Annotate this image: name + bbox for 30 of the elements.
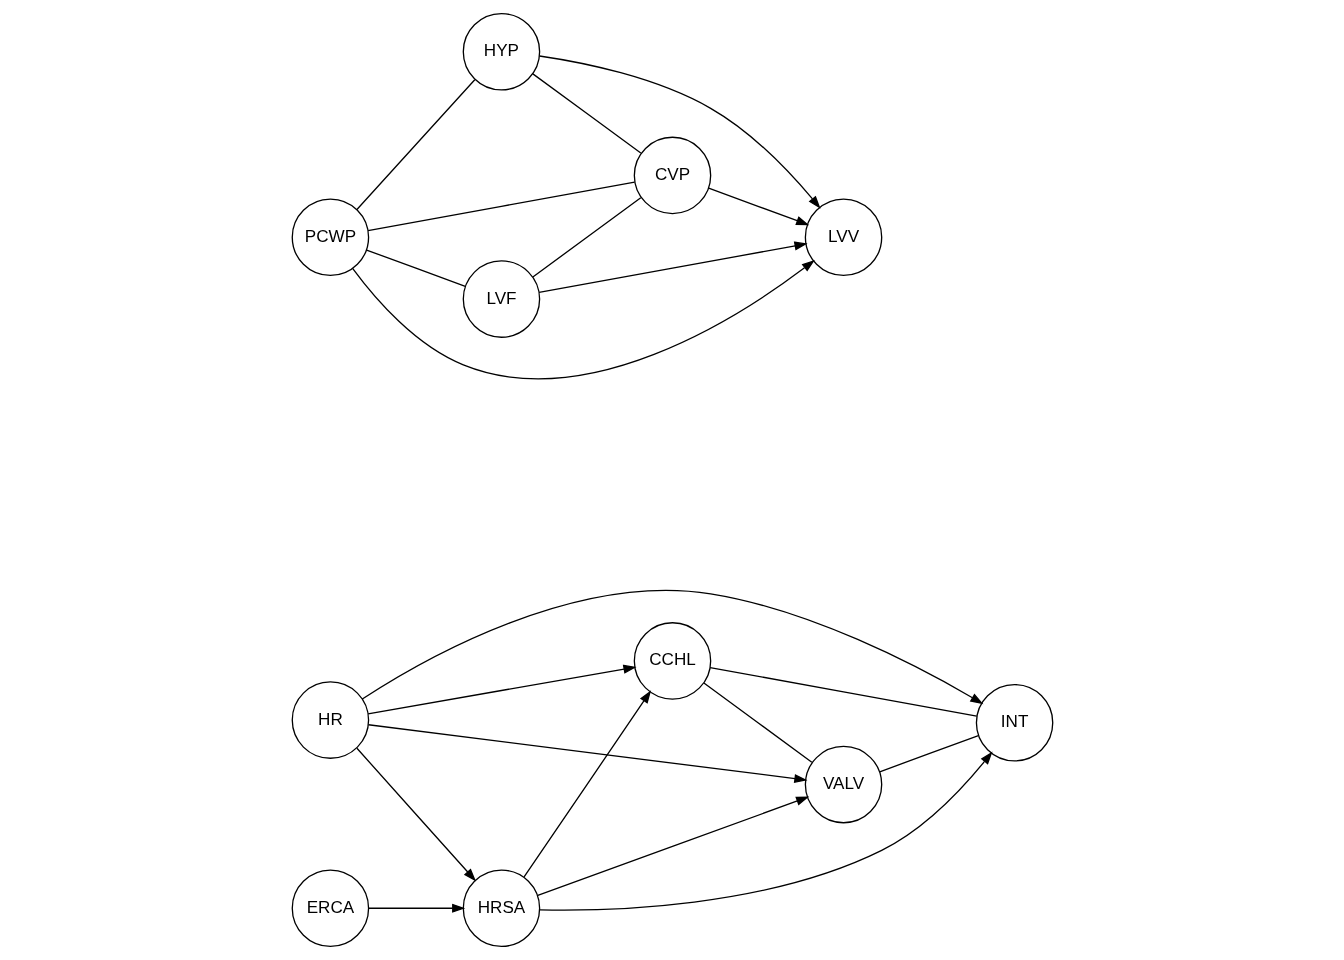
arrow	[355, 747, 476, 882]
connector	[365, 249, 466, 287]
connector	[531, 197, 641, 278]
arrow	[366, 664, 637, 715]
arrow	[707, 187, 809, 226]
node-circle: ERCA	[291, 869, 369, 948]
node-circle: CVP	[633, 136, 711, 215]
arrow	[538, 55, 821, 209]
node-circle: LVV	[804, 198, 882, 277]
node-circle: VALV	[804, 745, 882, 824]
arrow	[537, 241, 808, 294]
node-circle: PCWP	[291, 198, 369, 277]
node-circle: INT	[975, 683, 1053, 762]
arrow	[351, 259, 815, 380]
arrow	[361, 589, 983, 705]
connector	[709, 666, 977, 717]
node-circle: LVF	[462, 260, 540, 338]
connector	[878, 734, 979, 773]
arrow	[522, 690, 651, 878]
arrow	[367, 724, 807, 784]
node-circle: CCHL	[633, 622, 711, 700]
node-circle: HR	[291, 681, 369, 759]
arrow	[536, 796, 809, 897]
arrow	[538, 751, 993, 911]
arrow	[367, 903, 465, 913]
connector	[355, 79, 475, 211]
node-circle: HYP	[462, 12, 540, 91]
connector	[531, 73, 641, 154]
connector	[366, 181, 635, 232]
connector	[702, 682, 812, 763]
